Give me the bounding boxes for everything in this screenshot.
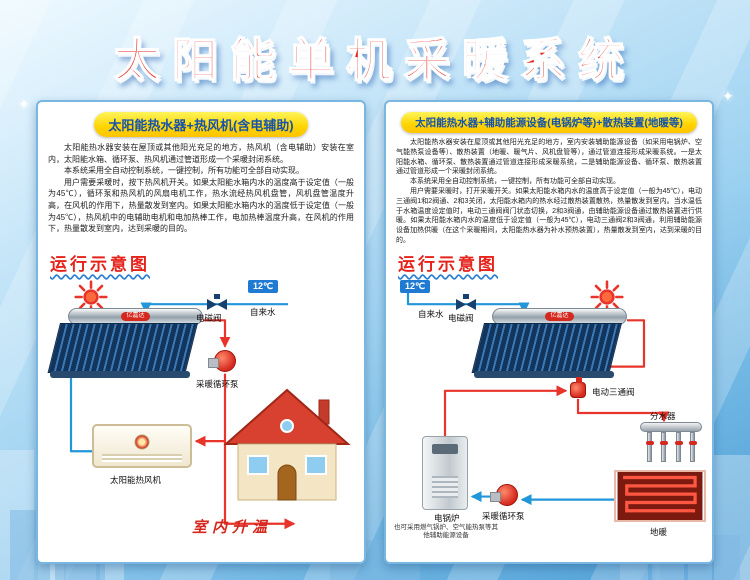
- solenoid-valve-icon: [456, 294, 476, 310]
- right-diagram: 12℃ 自来水 电磁阀: [392, 278, 706, 558]
- hot-pipe: [443, 385, 568, 438]
- indoor-warmth-label: 室内升温: [192, 520, 273, 536]
- heater-emblem-icon: [134, 434, 150, 450]
- left-description: 太阳能热水器安装在屋顶或其他阳光充足的地方，热风机（含电辅助）安装在室内，太阳能…: [48, 142, 354, 248]
- left-panel-header: 太阳能热水器+热风机(含电辅助): [94, 112, 308, 137]
- tap-water-label: 自来水: [418, 309, 444, 319]
- panels-container: 太阳能热水器+热风机(含电辅助) 太阳能热水器安装在屋顶或其他阳光充足的地方，热…: [36, 100, 714, 564]
- left-paragraph: 本系统采用全自动控制系统，一键控制，所有功能可全部自动实现。: [64, 166, 304, 176]
- sparkle-icon: ✦: [18, 96, 30, 112]
- vacuum-tubes: [47, 323, 198, 373]
- right-panel-header: 太阳能热水器+辅助能源设备(电锅炉等)+散热装置(地暖等): [401, 112, 697, 133]
- tap-water-label: 自来水: [250, 307, 276, 317]
- solar-air-heater: [92, 424, 192, 468]
- manifold-label: 分水器: [650, 411, 676, 421]
- circulation-pump-icon: [208, 350, 236, 372]
- left-panel: 太阳能热水器+热风机(含电辅助) 太阳能热水器安装在屋顶或其他阳光充足的地方，热…: [36, 100, 366, 564]
- floor-heating-label: 地暖: [650, 527, 668, 537]
- manifold-bar: [640, 422, 702, 432]
- solenoid-valve-label: 电磁阀: [196, 313, 222, 323]
- vacuum-tubes: [471, 323, 622, 373]
- right-panel: 太阳能热水器+辅助能源设备(电锅炉等)+散热装置(地暖等) 太阳能热水器安装在屋…: [384, 100, 714, 564]
- hot-pipe: [203, 319, 231, 348]
- brand-logo: 亿嘉达: [545, 312, 574, 321]
- right-diagram-title: 运行示意图: [398, 255, 498, 274]
- sun-icon: [74, 280, 108, 314]
- collector-rail: [474, 371, 614, 378]
- boiler-vent: [432, 476, 458, 498]
- heater-label: 太阳能热风机: [110, 475, 162, 485]
- collector-rail: [50, 371, 190, 378]
- manifold-icon: [640, 422, 702, 468]
- hot-pipe: [576, 398, 670, 423]
- solar-collector: 亿嘉达: [471, 308, 630, 384]
- left-diagram-title: 运行示意图: [50, 255, 150, 274]
- hot-pipe: [223, 441, 296, 530]
- electric-boiler: [422, 436, 468, 510]
- brand-logo: 亿嘉达: [121, 312, 150, 321]
- solenoid-valve-icon: [207, 294, 227, 310]
- right-paragraph: 太阳能热水器安装在屋顶或其他阳光充足的地方，室内安装辅助能源设备（如采用电锅炉、…: [396, 139, 702, 176]
- floor-heating: [614, 470, 706, 522]
- pump-label: 采暖循环泵: [196, 379, 239, 389]
- sparkle-icon: ✦: [722, 88, 734, 104]
- sun-icon: [590, 280, 624, 314]
- pump-label: 采暖循环泵: [482, 511, 525, 521]
- poster-title: 太阳能单机采暖系统: [113, 33, 636, 87]
- right-temp-label: 12℃: [400, 280, 431, 293]
- right-paragraph: 用户需要采暖时，打开采暖开关。如果太阳能水箱内水的温度高于设定值（一般为45℃）…: [396, 187, 702, 244]
- boiler-note: 也可采用燃气锅炉、空气能热泵等其他辅助能源设备: [394, 524, 498, 540]
- left-paragraph: 用户需要采暖时，按下热风机开关。如果太阳能水箱内水的温度高于设定值（一般为45℃…: [48, 177, 354, 234]
- manifold-pipes: [640, 432, 702, 462]
- right-description: 太阳能热水器安装在屋顶或其他阳光充足的地方，室内安装辅助能源设备（如采用电锅炉、…: [396, 138, 702, 248]
- left-temp-label: 12℃: [248, 280, 279, 293]
- three-way-valve-label: 电动三通阀: [592, 387, 635, 397]
- solenoid-valve-label: 电磁阀: [448, 313, 474, 323]
- right-paragraph: 本系统采用全自动控制系统，一键控制，所有功能可全部自动实现。: [410, 178, 620, 186]
- left-paragraph: 太阳能热水器安装在屋顶或其他阳光充足的地方，热风机（含电辅助）安装在室内，太阳能…: [48, 143, 354, 164]
- house-illustration: [222, 386, 352, 504]
- heater-grille: [102, 454, 182, 462]
- left-diagram: 12℃ 电磁阀 自来水 亿嘉达: [44, 278, 358, 558]
- circulation-pump-icon: [490, 484, 518, 506]
- solar-collector: 亿嘉达: [47, 308, 206, 384]
- boiler-label: 电锅炉: [434, 513, 460, 523]
- boiler-display: [432, 444, 458, 454]
- three-way-valve-icon: [570, 377, 586, 398]
